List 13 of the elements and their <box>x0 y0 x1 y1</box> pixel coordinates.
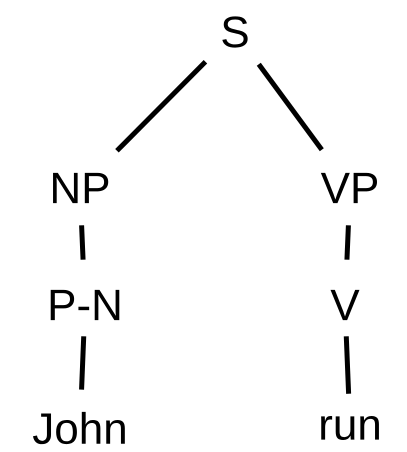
tree-label: run <box>321 416 379 440</box>
tree-branch <box>79 225 86 260</box>
tree-branch <box>344 336 352 394</box>
tree-label: V <box>330 290 360 320</box>
tree-label: S <box>222 16 248 48</box>
tree-label: NP <box>53 172 108 204</box>
tree-branch <box>79 336 86 390</box>
tree-branch <box>344 225 351 260</box>
tree-label: VP <box>320 172 378 204</box>
tree-label: P-N <box>50 290 120 320</box>
tree-branch <box>256 62 324 152</box>
tree-branch <box>115 60 208 153</box>
tree-label: John <box>32 412 125 444</box>
